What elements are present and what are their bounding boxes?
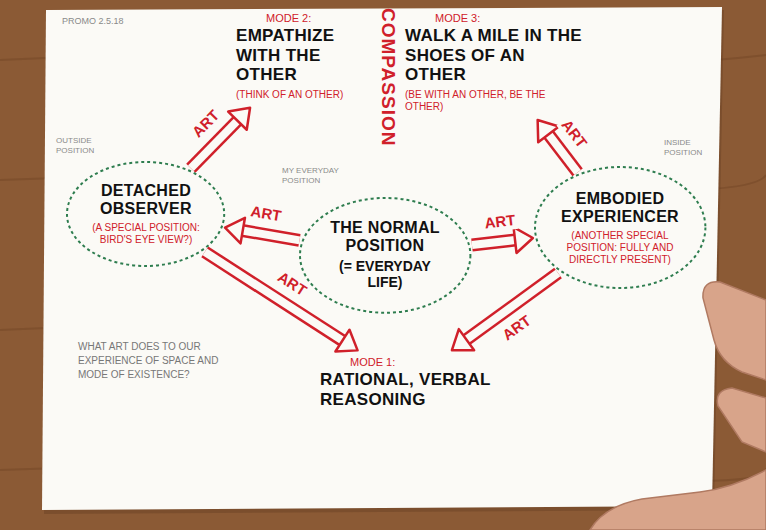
arrow-outline	[472, 240, 517, 245]
vertical-word: COMPASSION	[376, 8, 399, 146]
dashed-circle	[300, 198, 470, 313]
circle-outline	[298, 196, 472, 315]
note-label: INSIDE POSITION	[664, 138, 714, 157]
note-text: (A SPECIAL POSITION: BIRD'S EYE VIEW?)	[91, 222, 201, 246]
note-label: PROMO 2.5.18	[62, 16, 152, 27]
arrow-body	[472, 240, 517, 245]
mode-block: MODE 1: RATIONAL, VERBAL REASONING	[320, 356, 495, 409]
arrow-head	[335, 330, 357, 352]
text-holder: DETACHED OBSERVER (A SPECIAL POSITION: BI…	[91, 182, 201, 247]
thumb	[590, 470, 766, 530]
edge-label: ART	[247, 203, 284, 225]
arrow-body	[205, 252, 344, 342]
edge-label: ART	[273, 268, 311, 301]
text-holder: MODE 1: RATIONAL, VERBAL REASONING	[320, 356, 495, 409]
edge-label: ART	[482, 211, 518, 231]
node-title: EMPATHIZE WITH THE OTHER	[236, 26, 364, 85]
paper-sheet	[42, 7, 722, 510]
node-title: RATIONAL, VERBAL REASONING	[320, 370, 495, 409]
edge-label: ART	[556, 115, 590, 153]
arrow-head	[225, 218, 245, 244]
note-text: (BE WITH AN OTHER, BE THE OTHER)	[405, 89, 583, 113]
note-text: (ANOTHER SPECIAL POSITION: FULLY AND DIR…	[560, 230, 680, 266]
mode-number: MODE 2:	[236, 12, 364, 24]
dashed-circle	[67, 162, 224, 266]
text-holder: MODE 2: EMPATHIZE WITH THE OTHER (THINK OF…	[236, 12, 364, 101]
text-holder: MODE 3: WALK A MILE IN THE SHOES OF AN OT…	[405, 12, 583, 113]
node-title: DETACHED OBSERVER	[91, 182, 201, 219]
mode-number: MODE 3:	[405, 12, 583, 24]
art-arrow	[452, 273, 558, 350]
arrow-outline	[241, 230, 300, 240]
node-title: EMBODIED EXPERIENCER	[560, 190, 680, 227]
position-circle: THE NORMAL POSITION(= EVERYDAY LIFE)	[298, 196, 472, 315]
arrow-head	[514, 227, 533, 253]
dashed-circle	[535, 167, 705, 288]
edge-label: ART	[188, 106, 224, 142]
node-title: WALK A MILE IN THE SHOES OF AN OTHER	[405, 26, 583, 85]
mode-number: MODE 1:	[320, 356, 495, 368]
note-label: OUTSIDE POSITION	[56, 136, 116, 155]
node-title: THE NORMAL POSITION	[325, 219, 445, 256]
position-circle: EMBODIED EXPERIENCER(ANOTHER SPECIAL POS…	[533, 165, 707, 290]
mode-block: MODE 2: EMPATHIZE WITH THE OTHER (THINK OF…	[236, 12, 364, 102]
finger	[717, 388, 766, 452]
arrow-body	[241, 230, 300, 240]
note-label: WHAT ART DOES TO OUR EXPERIENCE OF SPACE…	[78, 340, 238, 382]
circle-outline	[533, 165, 707, 290]
hand	[590, 282, 766, 530]
arrow-head	[538, 120, 559, 142]
text-holder: EMBODIED EXPERIENCER(ANOTHER SPECIAL POS…	[560, 190, 680, 267]
edge-label: ART	[498, 311, 536, 345]
text-holder: THE NORMAL POSITION(= EVERYDAY LIFE)	[325, 219, 445, 291]
arrow-head	[452, 329, 474, 350]
finger	[703, 282, 766, 380]
position-circle: DETACHED OBSERVER (A SPECIAL POSITION: BI…	[65, 160, 226, 268]
node-title: (= EVERYDAY LIFE)	[325, 258, 445, 292]
mode-block: MODE 3: WALK A MILE IN THE SHOES OF AN OT…	[405, 12, 583, 114]
note-text: (THINK OF AN OTHER)	[236, 89, 364, 101]
note-label: MY EVERYDAY POSITION	[282, 166, 354, 185]
arrow-outline	[205, 252, 344, 342]
arrow-head	[228, 108, 250, 130]
art-arrow	[472, 227, 533, 253]
